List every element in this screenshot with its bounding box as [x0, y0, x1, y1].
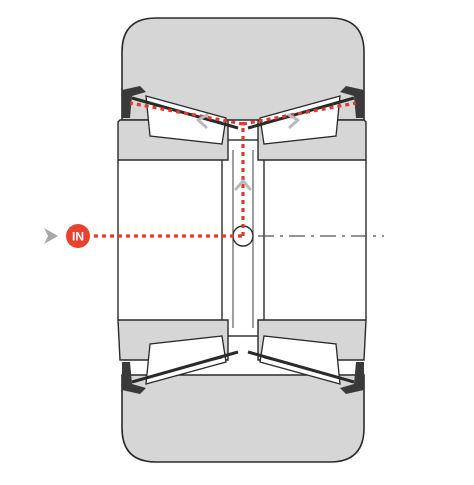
outer-housing [121, 17, 365, 463]
seals [122, 86, 364, 394]
inlet-label: IN [72, 230, 84, 244]
flow-arrows [196, 113, 300, 191]
seal-top-left [122, 86, 146, 118]
flow-right-branch [242, 101, 357, 126]
seal-top-right [340, 86, 364, 118]
lubrication-flow-path [94, 101, 357, 238]
chevron-right-icon [44, 228, 58, 244]
seal-bottom-right [340, 362, 364, 394]
arrow-left-icon [196, 113, 209, 129]
seal-bottom-left [122, 362, 146, 394]
flow-left-branch [129, 101, 244, 126]
inlet-badge: IN [66, 224, 90, 248]
arrow-up-icon [234, 179, 252, 191]
arrow-right-icon [287, 113, 300, 129]
housing-top [121, 17, 365, 121]
housing-bottom [121, 374, 365, 463]
